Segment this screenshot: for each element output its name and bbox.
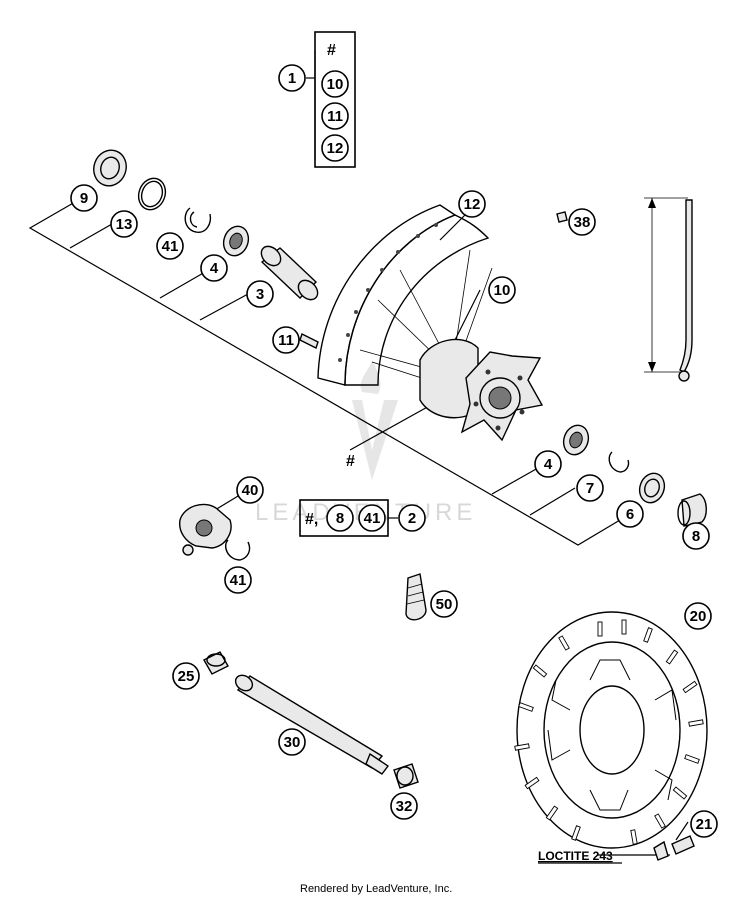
callout-12-box: 12 bbox=[321, 134, 349, 162]
kit-hash-label: # bbox=[327, 42, 336, 59]
callout-32-label: 32 bbox=[396, 798, 413, 815]
callout-40: 40 bbox=[236, 476, 264, 504]
callout-10-spoke-label: 10 bbox=[494, 282, 511, 299]
callout-9: 9 bbox=[70, 184, 98, 212]
callout-11-box-label: 11 bbox=[327, 108, 343, 125]
part-spacer-3 bbox=[260, 245, 319, 301]
callout-4-left: 4 bbox=[200, 254, 228, 282]
callout-2-label: 2 bbox=[408, 510, 416, 527]
callout-4-right: 4 bbox=[534, 450, 562, 478]
callout-50: 50 bbox=[430, 590, 458, 618]
callout-41-bottom-label: 41 bbox=[230, 572, 247, 589]
callout-12-rim-label: 12 bbox=[464, 196, 481, 213]
callout-30-label: 30 bbox=[284, 734, 301, 751]
callout-40-label: 40 bbox=[242, 482, 259, 499]
part-spacer-8 bbox=[677, 493, 707, 527]
leader-lines bbox=[28, 197, 689, 856]
callout-38-label: 38 bbox=[574, 214, 591, 231]
callout-21: 21 bbox=[690, 810, 718, 838]
watermark-logo bbox=[352, 360, 398, 480]
part-seal-6 bbox=[638, 472, 666, 504]
callout-41-group-label: 41 bbox=[364, 510, 381, 527]
callout-38: 38 bbox=[568, 208, 596, 236]
callout-11-box: 11 bbox=[321, 102, 349, 130]
callout-6: 6 bbox=[616, 500, 644, 528]
callout-4-right-label: 4 bbox=[544, 456, 553, 473]
callout-41-top-label: 41 bbox=[162, 238, 179, 255]
part-spoke-with-dimension bbox=[644, 197, 693, 382]
callout-8-right: 8 bbox=[682, 522, 710, 550]
callout-1: 1 bbox=[278, 64, 306, 92]
callout-11-nipple: 11 bbox=[272, 326, 300, 354]
callout-3: 3 bbox=[246, 280, 274, 308]
part-circlip-41 bbox=[184, 207, 212, 233]
part-bearing-4 bbox=[222, 225, 250, 257]
callout-9-label: 9 bbox=[80, 190, 88, 207]
callout-21-label: 21 bbox=[696, 816, 713, 833]
callout-7: 7 bbox=[576, 474, 604, 502]
callout-20-label: 20 bbox=[690, 608, 707, 625]
part-wheel-assembly bbox=[317, 204, 544, 442]
callout-12-rim: 12 bbox=[458, 190, 486, 218]
part-circlip-7 bbox=[608, 451, 630, 473]
callout-32: 32 bbox=[390, 792, 418, 820]
part-speedo-drive-40 bbox=[179, 503, 251, 561]
callout-25-label: 25 bbox=[178, 668, 195, 685]
kit-box bbox=[306, 31, 356, 168]
callout-7-label: 7 bbox=[586, 480, 594, 497]
part-brake-disc-20 bbox=[514, 611, 708, 849]
part-nut-32 bbox=[393, 763, 419, 789]
part-nipple-11 bbox=[299, 333, 319, 349]
part-ring-13 bbox=[137, 177, 167, 211]
part-seal-9 bbox=[93, 149, 127, 187]
part-nut-38 bbox=[556, 211, 568, 223]
callout-6-label: 6 bbox=[626, 506, 634, 523]
part-nut-25 bbox=[203, 651, 229, 675]
callout-41-bottom: 41 bbox=[224, 566, 252, 594]
callout-50-label: 50 bbox=[436, 596, 453, 613]
callout-4-left-label: 4 bbox=[210, 260, 219, 277]
loctite-note: LOCTITE 243 bbox=[538, 849, 613, 863]
callout-41-group: 41 bbox=[358, 504, 386, 532]
part-bearing-4-right bbox=[562, 424, 590, 456]
callout-20: 20 bbox=[684, 602, 712, 630]
group-box bbox=[299, 499, 389, 537]
callout-13-label: 13 bbox=[116, 216, 133, 233]
hub-hash-label: # bbox=[346, 453, 355, 470]
callout-12-box-label: 12 bbox=[327, 140, 344, 157]
callout-13: 13 bbox=[110, 210, 138, 238]
callout-25: 25 bbox=[172, 662, 200, 690]
group-hash-label: #, bbox=[305, 511, 318, 528]
callout-8-group-label: 8 bbox=[336, 510, 344, 527]
callout-1-label: 1 bbox=[288, 70, 296, 87]
callout-41-top: 41 bbox=[156, 232, 184, 260]
callout-8-right-label: 8 bbox=[692, 528, 700, 545]
footer-credit: Rendered by LeadVenture, Inc. bbox=[300, 883, 452, 895]
callout-2: 2 bbox=[398, 504, 426, 532]
part-bolt-21 bbox=[653, 835, 695, 861]
callout-10-box-label: 10 bbox=[327, 76, 344, 93]
callout-10-spoke: 10 bbox=[488, 276, 516, 304]
callout-8-group: 8 bbox=[326, 504, 354, 532]
part-valve-50 bbox=[405, 573, 427, 621]
callout-11-nipple-label: 11 bbox=[278, 332, 294, 349]
callout-3-label: 3 bbox=[256, 286, 264, 303]
callout-10-box: 10 bbox=[321, 70, 349, 98]
part-axle-30 bbox=[234, 674, 390, 775]
callout-30: 30 bbox=[278, 728, 306, 756]
